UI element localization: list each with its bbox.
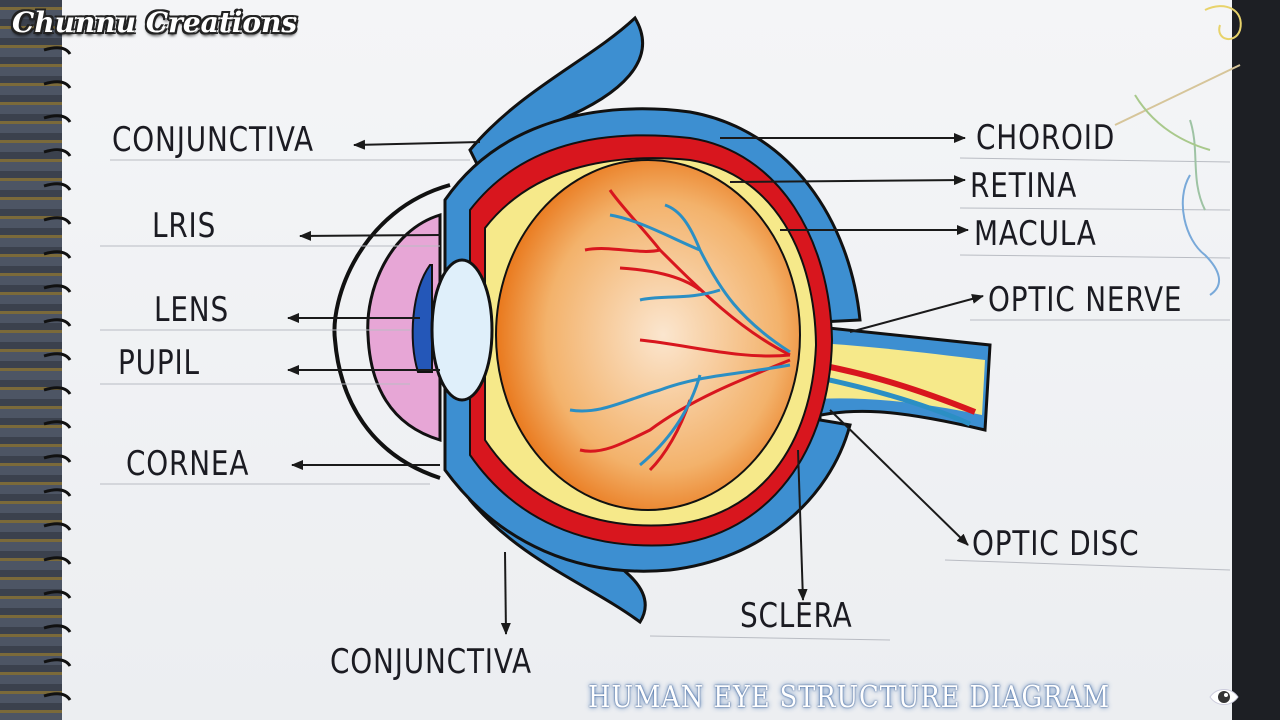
eye-icon: [1209, 689, 1239, 705]
brand-watermark: Chunnu Creations: [12, 6, 298, 39]
spiral-rings: [43, 46, 72, 701]
label-retina: RETINA: [970, 166, 1078, 206]
label-cornea: CORNEA: [126, 444, 250, 484]
label-conjunctiva-top: CONJUNCTIVA: [112, 120, 314, 160]
flute-sketch-decoration: [1114, 5, 1242, 296]
spiral-binding: [0, 0, 62, 720]
label-macula: MACULA: [974, 214, 1097, 254]
lens-shape: [430, 258, 494, 402]
blood-vessels: [569, 189, 791, 472]
label-conjunctiva-bottom: CONJUNCTIVA: [330, 642, 532, 682]
vitreous-body: [495, 159, 801, 511]
leader-arrows: [287, 133, 984, 635]
optic-nerve-shape: [789, 323, 992, 432]
pupil-shape: [411, 264, 433, 373]
label-pupil: PUPIL: [118, 343, 200, 383]
label-iris: LRIS: [152, 206, 217, 246]
label-optic-nerve: OPTIC NERVE: [988, 280, 1183, 320]
label-optic-disc: OPTIC DISC: [972, 524, 1140, 564]
label-choroid: CHOROID: [976, 118, 1116, 158]
cornea-shape: [332, 183, 451, 480]
diagram-caption: HUMAN EYE STRUCTURE DIAGRAM: [588, 680, 1110, 715]
background-edge: [1232, 0, 1280, 720]
label-lens: LENS: [154, 290, 229, 330]
label-sclera: SCLERA: [740, 596, 853, 636]
label-underlines: [100, 157, 1231, 641]
